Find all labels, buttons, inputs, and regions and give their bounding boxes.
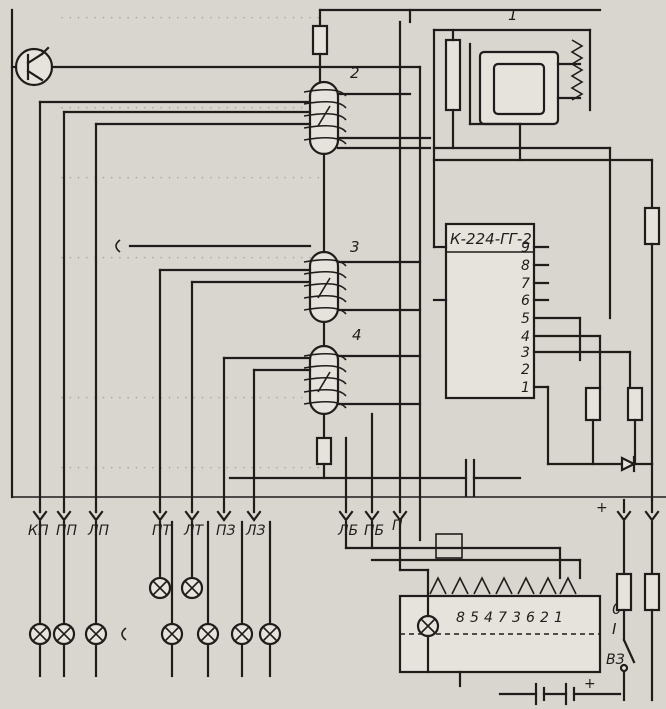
lamp-pp <box>52 622 76 646</box>
pin-7: 7 <box>521 276 530 292</box>
polarity-plus-battery: + <box>584 676 596 692</box>
conn-lb: ЛБ <box>337 523 358 539</box>
label-relay-3: 3 <box>350 238 360 256</box>
conn-pp: ПП <box>56 523 78 539</box>
right-side-network <box>432 146 661 473</box>
pin-5: 5 <box>521 311 530 327</box>
pin-1: 1 <box>521 380 530 396</box>
left-vertical-drops <box>38 100 256 514</box>
module-label: К-224-ГГ-2 <box>450 230 532 248</box>
lamp-pz <box>230 622 254 646</box>
relay-4 <box>303 344 347 416</box>
sw-pin-7: 7 <box>498 610 507 626</box>
pin-2: 2 <box>521 362 530 378</box>
fuse-and-switch-vz <box>615 520 661 702</box>
frame-lines <box>10 8 666 499</box>
module-pin-labels: 9 8 7 6 5 4 3 2 1 <box>521 240 530 396</box>
lamp-side-right <box>180 576 204 600</box>
top-rail <box>311 8 602 84</box>
indicator-lamps <box>28 576 282 646</box>
connector-row <box>32 462 660 522</box>
switch-pin-labels: 8 5 4 7 3 6 2 1 <box>456 610 563 626</box>
svg-text:· · · · · · · · · · · · · · ·: · · · · · · · · · · · · · · · · · · · · … <box>60 461 320 476</box>
pin-4: 4 <box>521 329 530 345</box>
mid-vertical-drops <box>228 20 468 542</box>
voltage-regulator-1 <box>432 28 612 249</box>
conn-pz: ПЗ <box>216 523 236 539</box>
lamp-lz <box>258 622 282 646</box>
conn-lz: ЛЗ <box>245 523 266 539</box>
label-relay-4: 4 <box>352 326 362 344</box>
svg-text:· · · · · · · · · · · · · · ·: · · · · · · · · · · · · · · · · · · · · … <box>60 171 320 186</box>
module-pin-leads <box>432 245 632 389</box>
lamp-lp <box>84 622 108 646</box>
relay-2 <box>303 80 347 156</box>
sw-pin-6: 6 <box>526 610 535 626</box>
lamp-lt <box>196 622 220 646</box>
sw-pin-5: 5 <box>470 610 479 626</box>
switch-position-1: I <box>612 620 617 638</box>
pin-8: 8 <box>521 258 530 274</box>
pin-3: 3 <box>521 345 530 361</box>
lamp-partial-mark <box>121 627 127 641</box>
connector-labels: КП ПП ЛП ПТ ЛТ ПЗ ЛЗ ЛБ ПБ П <box>28 518 403 539</box>
lamp-side-left <box>148 576 172 600</box>
lamp-pt <box>160 622 184 646</box>
switch-fanout-wires <box>344 520 582 618</box>
central-bus <box>115 152 333 480</box>
capacitor-symbol <box>464 458 522 498</box>
conn-lp: ЛП <box>87 523 110 539</box>
pin-9: 9 <box>521 240 530 256</box>
conn-p: П <box>392 518 403 534</box>
transistor-symbol <box>10 46 422 87</box>
lamp-kp <box>28 622 52 646</box>
label-switch-vz: ВЗ <box>606 652 625 668</box>
polarity-plus-upper: + <box>596 500 608 516</box>
relay-feed-wires <box>38 92 432 406</box>
sw-pin-3: 3 <box>512 610 521 626</box>
conn-lt: ЛТ <box>183 523 205 539</box>
conn-pb: ПБ <box>364 523 384 539</box>
pin-6: 6 <box>521 293 530 309</box>
background-print-bleed: · · · · · · · · · · · · · · · · · · · · … <box>60 11 320 476</box>
lamp-drops <box>38 520 272 678</box>
module-k224 <box>444 222 536 400</box>
sw-pin-4: 4 <box>484 610 493 626</box>
svg-text:· · · · · · · · · · · · · · ·: · · · · · · · · · · · · · · · · · · · · … <box>60 251 320 266</box>
conn-pt: ПТ <box>152 523 173 539</box>
sw-pin-1: 1 <box>554 610 563 626</box>
sw-pin-8: 8 <box>456 610 465 626</box>
svg-text:· · · · · · · · · · · · · · ·: · · · · · · · · · · · · · · · · · · · · … <box>60 11 320 26</box>
label-regulator-1: 1 <box>508 6 518 24</box>
conn-kp: КП <box>28 523 49 539</box>
label-relay-2: 2 <box>350 64 360 82</box>
svg-text:· · · · · · · · · · · · · · ·: · · · · · · · · · · · · · · · · · · · · … <box>60 391 320 406</box>
svg-text:· · · · · · · · · · · · · · ·: · · · · · · · · · · · · · · · · · · · · … <box>60 101 320 116</box>
battery-symbol <box>498 682 622 706</box>
sw-pin-2: 2 <box>540 610 549 626</box>
